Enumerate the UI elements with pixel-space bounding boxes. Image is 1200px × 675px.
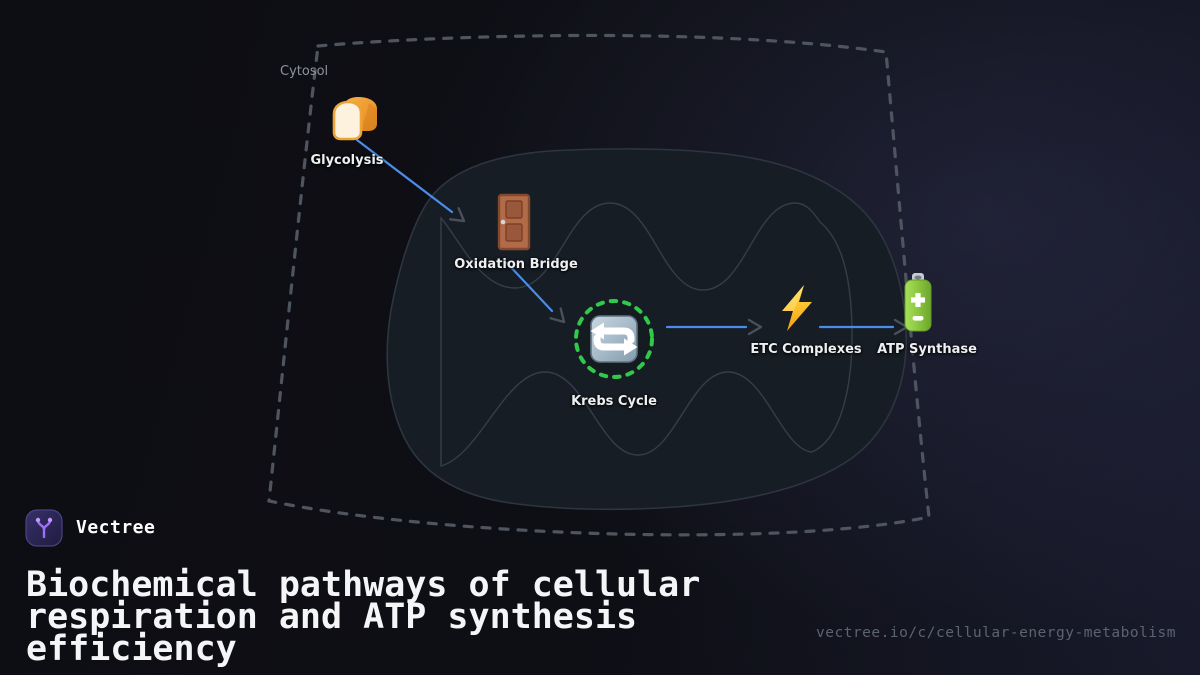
oxidation-bridge-label: Oxidation Bridge bbox=[454, 257, 578, 272]
brand-name: Vectree bbox=[76, 517, 156, 538]
vectree-branch-icon bbox=[35, 517, 53, 539]
cytosol-dashed-border bbox=[267, 33, 931, 537]
arrowhead-icon bbox=[449, 206, 466, 223]
atp-synthase-label: ATP Synthase bbox=[877, 342, 977, 357]
bread-icon bbox=[332, 97, 377, 141]
krebs-cycle-node bbox=[574, 299, 654, 379]
cytosol-region-label: Cytosol bbox=[280, 64, 329, 79]
page-title: Biochemical pathways of cellular respira… bbox=[26, 565, 701, 670]
edge-oxidation-krebs bbox=[505, 261, 566, 324]
door-icon bbox=[497, 193, 531, 251]
lightning-icon bbox=[782, 285, 812, 331]
edge-krebs-etc bbox=[665, 318, 763, 336]
arrowhead-icon bbox=[549, 307, 566, 324]
vectree-logo bbox=[25, 509, 63, 547]
glycolysis-label: Glycolysis bbox=[310, 153, 384, 168]
etc-complexes-label: ETC Complexes bbox=[750, 342, 862, 357]
edge-glycolysis-oxidation bbox=[355, 138, 466, 223]
footer-url: vectree.io/c/cellular-energy-metabolism bbox=[816, 625, 1176, 641]
battery-icon bbox=[904, 273, 932, 332]
arrowhead-icon bbox=[747, 318, 763, 336]
brand-row: Vectree bbox=[25, 509, 155, 547]
krebs-cycle-label: Krebs Cycle bbox=[571, 394, 657, 409]
repeat-arrows-icon bbox=[590, 315, 638, 363]
mitochondrion-inner-membrane bbox=[440, 202, 853, 467]
